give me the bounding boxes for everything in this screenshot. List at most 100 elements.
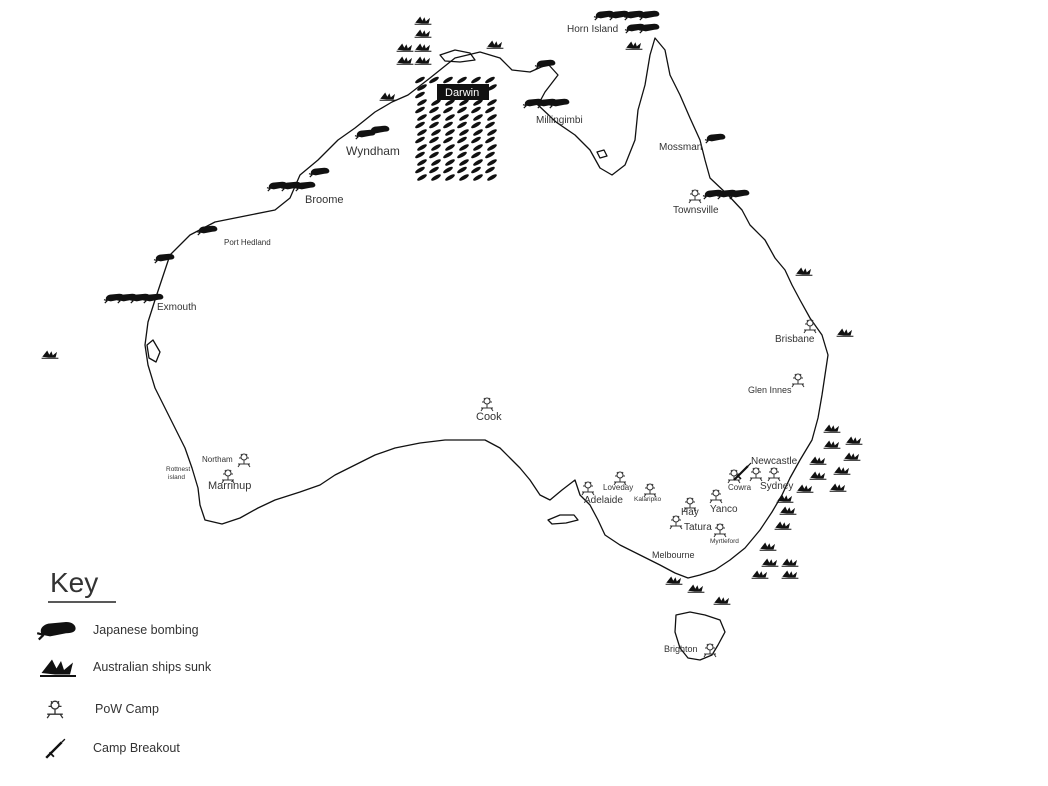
key-bomb-icon [36,620,77,641]
darwin-raid-mark [487,114,497,121]
darwin-raid-mark [471,76,481,84]
ship-sunk-icon [823,424,841,433]
darwin-raid-mark [459,114,469,121]
darwin-raid-mark [415,76,425,84]
ship-sunk-icon [761,558,779,567]
place-label-myrtleford: Myrtleford [710,538,739,545]
place-label-newcastle: Newcastle [751,456,798,467]
darwin-raid-mark [417,99,427,106]
darwin-raid-mark [431,159,441,166]
groote-island [596,149,608,159]
ship-sunk-icon [779,506,797,515]
darwin-raid-mark [485,121,495,129]
bombing-icon [368,125,390,136]
darwin-raid-mark [473,174,483,181]
place-label-adelaide: Adelaide [584,495,623,506]
darwin-raid-mark [415,151,425,159]
place-label-yanco: Yanco [710,504,738,515]
place-label-wyndham: Wyndham [346,144,400,158]
ship-sunk-icon [414,43,432,52]
ship-sunk-icon [751,570,769,579]
darwin-raid-mark [443,151,453,159]
ship-sunk-icon [829,483,847,492]
ship-sunk-icon [713,596,731,605]
darwin-raid-mark [487,129,497,136]
bombing-icon [153,253,175,264]
key-label-camp-breakout: Camp Breakout [93,741,180,755]
ship-sunk-icon [833,466,851,475]
darwin-raid-mark [473,129,483,136]
place-label-townsville: Townsville [673,205,719,216]
pow-camp-icon [480,397,494,412]
darwin-raid-mark [457,76,467,84]
bombing-icon [196,225,218,236]
darwin-raid-mark [429,151,439,159]
darwin-raid-mark [471,121,481,129]
darwin-raid-mark [471,166,481,174]
key-sword-icon [44,737,67,760]
bombing-markers [103,10,750,304]
ship-sunk-icon [843,452,861,461]
place-label-brighton: Brighton [664,644,698,654]
ship-sunk-icon [486,40,504,49]
darwin-raid-mark [429,106,439,114]
darwin-raid-mark [459,159,469,166]
darwin-raid-mark [457,136,467,144]
key-ship-sunk-icon [38,658,78,678]
darwin-raid-mark [443,166,453,174]
ship-sunk-icon [796,484,814,493]
darwin-raid-mark [473,114,483,121]
darwin-raid-mark [457,106,467,114]
darwin-raid-mark [459,129,469,136]
darwin-raid-mark [459,174,469,181]
kangaroo-island [547,514,579,525]
place-label-broome: Broome [305,194,344,206]
darwin-raid-mark [417,174,427,181]
ship-sunk-icon [781,558,799,567]
place-label-hay: Hay [681,507,699,518]
ship-sunk-icon [823,440,841,449]
place-label-mossman: Mossman [659,142,702,153]
pow-camp-icon [749,467,763,482]
darwin-raid-mark [487,174,497,181]
darwin-raid-mark [457,121,467,129]
ship-sunk-icon [774,521,792,530]
darwin-raid-mark [417,84,427,91]
darwin-raid-mark [417,159,427,166]
darwin-raid-mark [487,159,497,166]
darwin-raid-mark [431,144,441,151]
darwin-raid-mark [445,129,455,136]
pow-camp-icon [688,189,702,204]
key-label-ships-sunk: Australian ships sunk [93,660,212,674]
darwin-raid-mark [471,106,481,114]
darwin-raid-mark [471,151,481,159]
darwin-raid-mark [445,159,455,166]
darwin-raid-mark [429,76,439,84]
ship-sunk-icon [379,92,397,101]
ship-sunk-icon [795,267,813,276]
pow-camp-icon [237,453,251,468]
place-label-exmouth: Exmouth [157,302,196,313]
place-label-brisbane: Brisbane [775,334,815,345]
darwin-raid-mark [445,99,455,106]
darwin-raid-mark [485,151,495,159]
darwin-raid-mark [431,174,441,181]
darwin-raid-mark [417,144,427,151]
darwin-raid-mark [429,136,439,144]
darwin-raid-mark [445,114,455,121]
place-label-darwin: Darwin [445,87,479,99]
place-label-northam: Northam [202,455,233,464]
darwin-raid-mark [485,136,495,144]
pow-camp-markers [221,189,817,658]
pow-camp-icon [709,489,723,504]
darwin-raid-mark [471,136,481,144]
darwin-raid-mark [457,166,467,174]
ship-sunk-icon [414,16,432,25]
key-label-pow-camp: PoW Camp [95,702,159,716]
darwin-raid-mark [415,106,425,114]
place-label-loveday: Loveday [603,483,633,492]
ship-sunk-icon [396,56,414,65]
ship-sunk-icon [414,56,432,65]
darwin-raid-mark [445,174,455,181]
